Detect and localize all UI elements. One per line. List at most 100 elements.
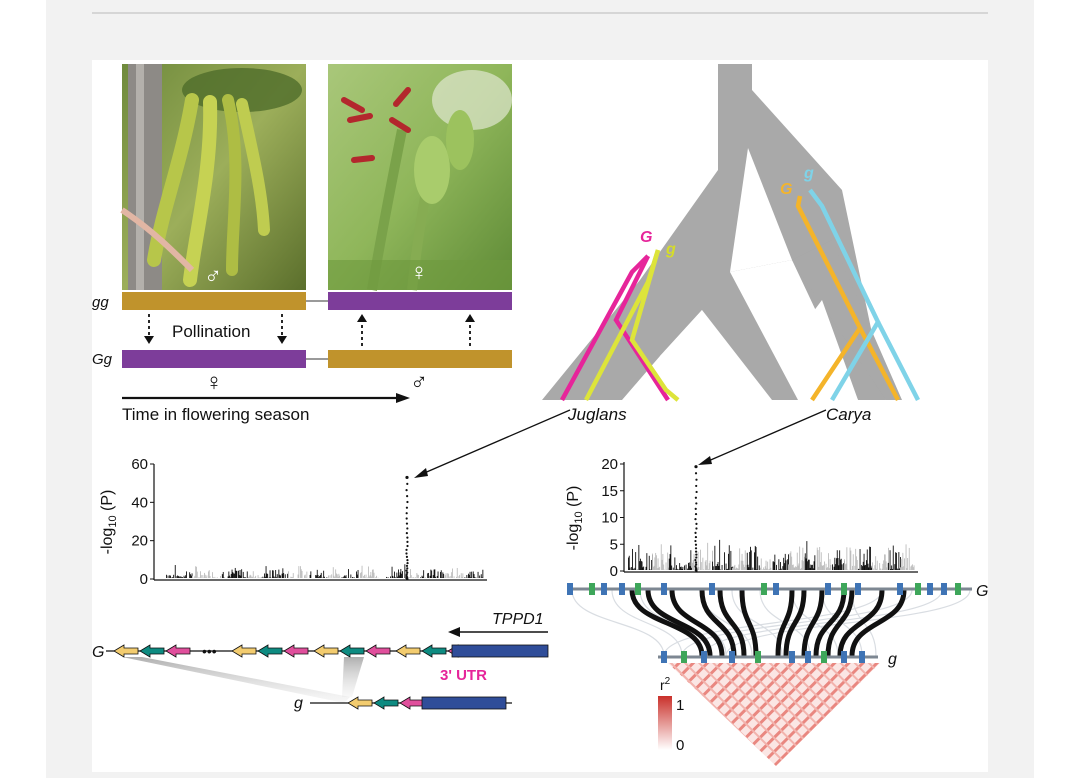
snp-points xyxy=(344,575,345,578)
peak-snp xyxy=(406,500,409,504)
snp-points xyxy=(233,573,235,578)
snp-points xyxy=(652,553,653,570)
tppd1-label: TPPD1 xyxy=(492,611,544,628)
snp-points xyxy=(339,575,341,578)
snp-points xyxy=(856,556,857,570)
snp-points xyxy=(328,575,329,578)
snp-points xyxy=(306,571,308,578)
snp-points xyxy=(812,564,813,570)
snp-points xyxy=(691,567,693,570)
snp-points xyxy=(750,550,752,570)
snp-points xyxy=(370,572,372,578)
snp-points xyxy=(456,576,457,578)
snp-points xyxy=(628,557,629,570)
snp-points xyxy=(772,561,774,570)
snp-points xyxy=(676,565,677,570)
juglans-G-allele-lineage xyxy=(560,254,670,402)
snp-points xyxy=(813,561,815,570)
snp-points xyxy=(397,576,399,578)
snp-points xyxy=(688,562,690,570)
snp-points xyxy=(754,545,756,570)
snp-points xyxy=(804,553,806,570)
peak-snp xyxy=(695,478,698,481)
snp-points xyxy=(895,552,897,570)
snp-points xyxy=(732,566,734,570)
pink-gene-arrow xyxy=(165,644,191,658)
snp-points xyxy=(177,575,179,578)
snp-points xyxy=(811,565,813,570)
snp-points xyxy=(850,550,852,570)
Gg-female-bar xyxy=(122,350,306,368)
peak-snp xyxy=(694,496,697,499)
snp-points xyxy=(867,563,869,570)
snp-points xyxy=(897,569,899,570)
snp-points xyxy=(469,571,471,578)
y-tick-label: 5 xyxy=(610,536,618,553)
snp-points xyxy=(660,544,662,570)
snp-points xyxy=(631,567,633,570)
snp-points xyxy=(482,569,484,578)
snp-points xyxy=(685,564,687,570)
yellow-gene-arrow xyxy=(231,644,257,658)
snp-points xyxy=(280,575,281,578)
snp-points xyxy=(265,566,267,578)
peak-snp xyxy=(406,559,409,562)
snp-points xyxy=(298,566,300,578)
snp-points xyxy=(885,561,887,570)
snp-points xyxy=(657,558,659,570)
snp-points xyxy=(353,577,355,578)
snp-points xyxy=(186,571,187,578)
snp-points xyxy=(819,547,821,570)
peak-snp xyxy=(405,552,408,555)
snp-points xyxy=(750,546,751,570)
snp-points xyxy=(836,558,837,570)
pollination-arrowheads xyxy=(144,314,475,344)
ld-heatmap xyxy=(668,663,880,766)
snp-points xyxy=(888,562,889,570)
snp-points xyxy=(862,566,863,570)
snp-points xyxy=(462,573,464,578)
snp-points xyxy=(334,577,336,578)
snp-points xyxy=(716,565,717,570)
snp-points xyxy=(418,574,419,578)
snp-points xyxy=(331,574,333,578)
snp-points xyxy=(899,568,901,570)
snp-points xyxy=(793,567,795,570)
snp-points xyxy=(900,567,901,570)
snp-points xyxy=(291,577,293,578)
snp-points xyxy=(732,568,733,570)
carya-G-label: G xyxy=(780,181,792,198)
snp-points xyxy=(255,575,257,578)
snp-points xyxy=(275,570,277,578)
snp-points xyxy=(712,550,713,570)
juglans-G-label: G xyxy=(640,229,652,246)
snp-points xyxy=(332,567,334,578)
snp-points xyxy=(733,566,735,570)
snp-points xyxy=(900,557,901,570)
peak-snp xyxy=(405,522,409,525)
juglans-g-label: g xyxy=(665,241,676,258)
snp-points xyxy=(178,576,179,578)
snp-points xyxy=(718,565,720,570)
carya-pointer xyxy=(705,409,827,463)
snp-points xyxy=(394,571,395,578)
snp-points xyxy=(172,577,174,578)
snp-points xyxy=(760,558,762,570)
snp-points xyxy=(429,575,431,578)
r2-min-label: 0 xyxy=(676,737,684,754)
snp-points xyxy=(318,577,320,578)
snp-points xyxy=(858,568,859,570)
snp-points xyxy=(883,560,885,570)
snp-points xyxy=(317,574,319,578)
snp-points xyxy=(716,563,718,570)
snp-points xyxy=(798,563,800,570)
peak-snp xyxy=(694,531,697,535)
snp-points xyxy=(231,569,233,578)
snp-points xyxy=(768,568,770,570)
snp-points xyxy=(440,572,441,578)
snp-points xyxy=(774,554,776,570)
juglans-pointer xyxy=(421,409,571,475)
snp-points xyxy=(795,566,797,570)
snp-points xyxy=(229,575,231,578)
